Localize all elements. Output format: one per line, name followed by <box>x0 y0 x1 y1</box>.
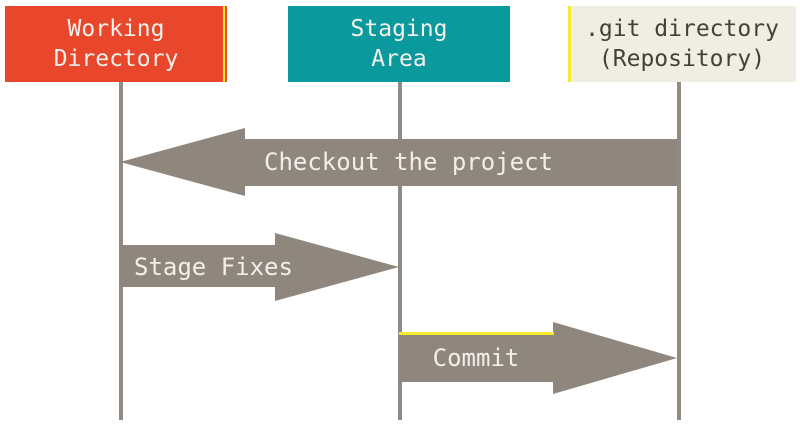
checkout-arrow-label: Checkout the project <box>264 148 553 176</box>
working-directory-label-line2: Directory <box>53 46 179 72</box>
git-directory-label-line2: (Repository) <box>598 46 766 72</box>
git-directory-label-line1: .git directory <box>585 16 779 42</box>
working-directory-box: Working Directory <box>5 6 227 82</box>
stage-fixes-arrow: Stage Fixes <box>120 233 399 301</box>
yellow-accent-edge <box>568 6 571 82</box>
staging-area-lifeline <box>398 82 402 420</box>
staging-area-box: Staging Area <box>288 6 510 82</box>
git-directory-lifeline <box>677 82 681 420</box>
git-directory-box: .git directory (Repository) <box>568 6 796 82</box>
working-directory-label-line1: Working <box>67 16 165 42</box>
staging-area-label-line1: Staging <box>350 16 448 42</box>
staging-area-label-line2: Area <box>371 46 427 72</box>
yellow-accent-edge <box>223 6 225 82</box>
checkout-arrow: Checkout the project <box>120 128 677 196</box>
stage-fixes-arrow-label: Stage Fixes <box>134 253 293 281</box>
commit-arrow-label: Commit <box>432 344 520 372</box>
commit-arrow-yellow-edge <box>399 332 554 335</box>
